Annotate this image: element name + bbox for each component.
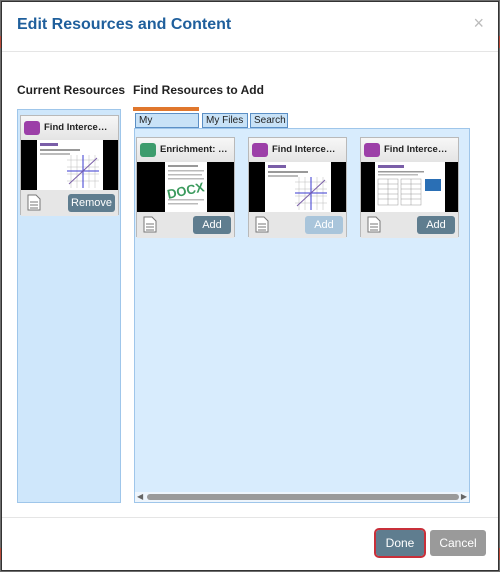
current-resources-heading: Current Resources xyxy=(17,83,126,97)
resource-card: Find Interce… xyxy=(20,115,119,216)
remove-button[interactable]: Remove xyxy=(68,194,115,212)
resource-card: Find Interce… xyxy=(360,137,459,238)
find-resources-heading: Find Resources to Add xyxy=(133,83,264,97)
chat-bubble-icon xyxy=(364,143,380,157)
add-button-disabled[interactable]: Add xyxy=(305,216,343,234)
resource-card-footer: Add xyxy=(137,212,234,238)
scrollbar-thumb[interactable] xyxy=(147,494,459,500)
current-resources-panel: Find Interce… xyxy=(17,109,121,503)
resource-title: Find Interce… xyxy=(44,122,108,133)
resource-thumbnail[interactable] xyxy=(361,162,458,212)
tab-my-files[interactable]: My Files xyxy=(202,113,248,128)
resource-card: Find Interce… xyxy=(248,137,347,238)
scroll-left-icon[interactable]: ◀ xyxy=(137,492,144,501)
resource-title: Find Interce… xyxy=(384,144,448,155)
resource-card-footer: Add xyxy=(361,212,458,238)
document-icon xyxy=(143,216,157,233)
document-icon xyxy=(367,216,381,233)
active-tab-indicator xyxy=(133,107,199,111)
resource-thumbnail[interactable] xyxy=(249,162,346,212)
document-icon xyxy=(27,194,41,211)
dialog-header: Edit Resources and Content × xyxy=(2,2,498,52)
close-icon[interactable]: × xyxy=(473,13,484,33)
done-button[interactable]: Done xyxy=(374,528,426,558)
add-button[interactable]: Add xyxy=(193,216,231,234)
resource-thumbnail[interactable]: DOCX xyxy=(137,162,234,212)
find-resources-panel: Enrichment: … DOCX xyxy=(134,128,470,503)
dialog-title: Edit Resources and Content xyxy=(17,16,232,33)
resource-title: Enrichment: … xyxy=(160,144,228,155)
resource-title: Find Interce… xyxy=(272,144,336,155)
resource-card-header: Enrichment: … xyxy=(137,138,234,162)
dialog-footer: Done Cancel xyxy=(2,517,498,572)
document-icon xyxy=(140,143,156,157)
resource-card-header: Find Interce… xyxy=(21,116,118,140)
scroll-right-icon[interactable]: ▶ xyxy=(460,492,467,501)
tab-search[interactable]: Search xyxy=(250,113,288,128)
resource-card-footer: Remove xyxy=(21,190,118,216)
add-button[interactable]: Add xyxy=(417,216,455,234)
tab-my-favorites[interactable]: My Favorites xyxy=(135,113,199,140)
document-icon xyxy=(255,216,269,233)
resource-card: Enrichment: … DOCX xyxy=(136,137,235,238)
horizontal-scrollbar[interactable]: ◀ ▶ xyxy=(135,492,469,502)
chat-bubble-icon xyxy=(24,121,40,135)
resource-card-header: Find Interce… xyxy=(249,138,346,162)
resource-thumbnail[interactable] xyxy=(21,140,118,190)
resource-card-footer: Add xyxy=(249,212,346,238)
chat-bubble-icon xyxy=(252,143,268,157)
cancel-button[interactable]: Cancel xyxy=(430,530,486,556)
resource-card-header: Find Interce… xyxy=(361,138,458,162)
